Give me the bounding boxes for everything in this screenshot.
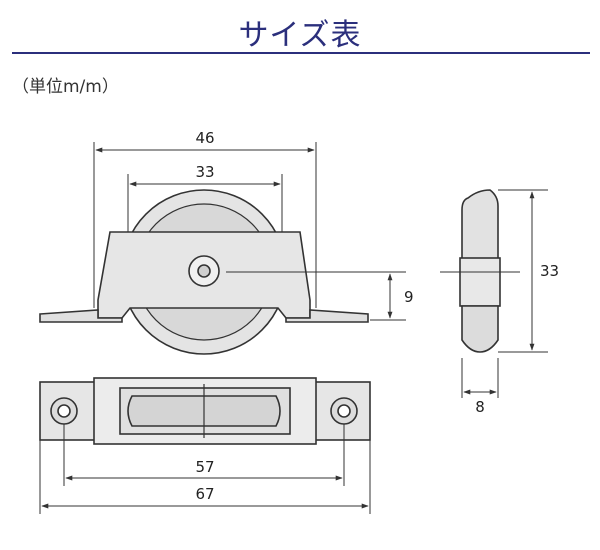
side-wheel-lower bbox=[461, 305, 499, 353]
dim-side-thickness bbox=[461, 358, 499, 398]
dim-hole-pitch bbox=[63, 424, 345, 486]
dim-wheel-width bbox=[127, 174, 283, 232]
side-wheel bbox=[461, 189, 499, 261]
dim-label-9: 9 bbox=[404, 288, 414, 306]
title-underline bbox=[12, 52, 590, 54]
right-screw-hole-inner bbox=[337, 404, 351, 418]
dim-label-57: 57 bbox=[195, 458, 214, 476]
page-title: サイズ表 bbox=[238, 18, 362, 53]
dim-label-46: 46 bbox=[195, 129, 214, 147]
dim-plate-length bbox=[39, 440, 371, 514]
dim-label-33-height: 33 bbox=[540, 262, 559, 280]
side-bracket bbox=[459, 257, 501, 307]
axle-pin bbox=[197, 264, 211, 278]
side-view bbox=[440, 189, 520, 353]
dim-label-67: 67 bbox=[195, 485, 214, 503]
base-plate-left bbox=[39, 309, 123, 323]
dim-label-33-wheel: 33 bbox=[195, 163, 214, 181]
dim-overall-width bbox=[93, 142, 317, 308]
base-plate-right bbox=[285, 309, 369, 323]
dim-wheel-below-plate bbox=[226, 271, 406, 321]
dim-side-height bbox=[498, 189, 548, 353]
front-view bbox=[39, 189, 369, 355]
unit-note: （単位m/m） bbox=[12, 77, 119, 97]
dim-label-8: 8 bbox=[475, 398, 485, 416]
bottom-view bbox=[39, 377, 371, 445]
left-screw-hole-inner bbox=[57, 404, 71, 418]
